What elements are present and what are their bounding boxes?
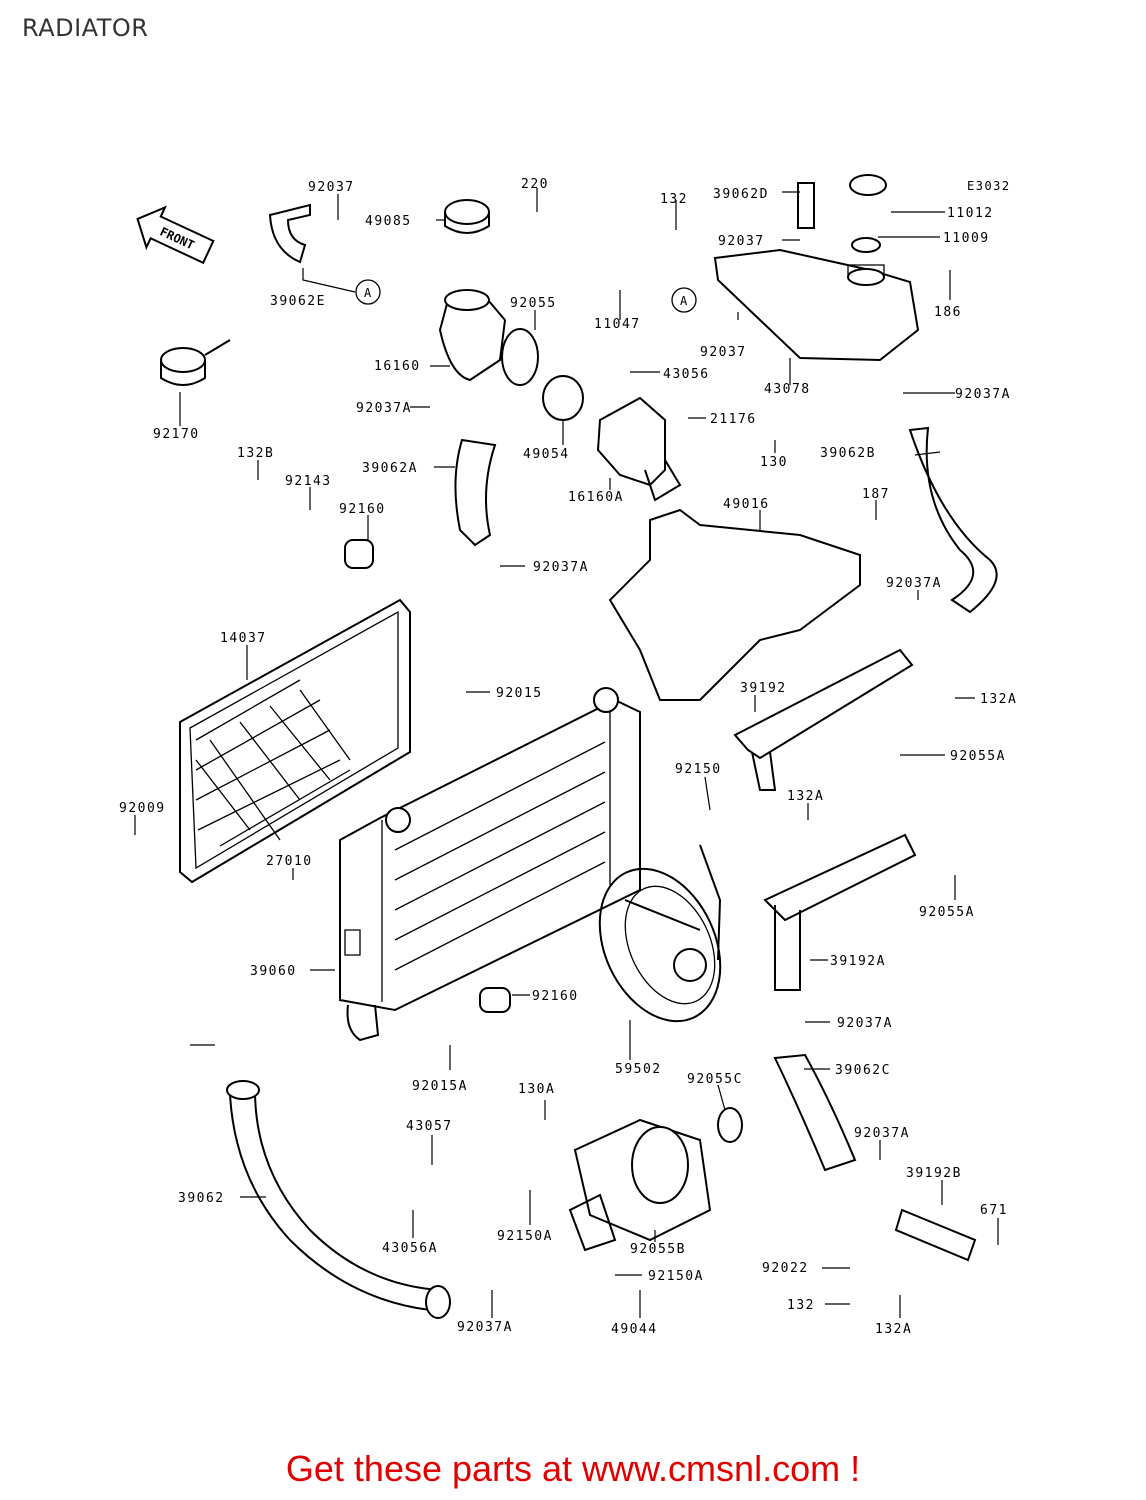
reservoir-cap bbox=[849, 174, 887, 196]
part-label: 14037 bbox=[220, 631, 267, 646]
part-label: 92170 bbox=[153, 427, 200, 442]
part-label: 132A bbox=[875, 1322, 912, 1337]
part-label: 92037 bbox=[700, 345, 747, 360]
part-label: 43078 bbox=[764, 382, 811, 397]
part-label: 43056 bbox=[663, 367, 710, 382]
part-label: 49044 bbox=[611, 1322, 658, 1337]
pipe-39192a bbox=[763, 833, 917, 922]
part-label: 92150A bbox=[648, 1269, 704, 1284]
rubber-mount-lower bbox=[479, 987, 511, 1013]
part-label: 92055A bbox=[950, 749, 1006, 764]
part-label: 92160 bbox=[339, 502, 386, 517]
part-label: 92009 bbox=[119, 801, 166, 816]
water-pump bbox=[568, 1107, 743, 1252]
part-label: 92037 bbox=[308, 180, 355, 195]
part-label: 132B bbox=[237, 446, 274, 461]
part-label: 92037 bbox=[718, 234, 765, 249]
part-label: 132A bbox=[980, 692, 1017, 707]
ref-marker-a-left: A bbox=[364, 286, 373, 300]
part-label: 27010 bbox=[266, 854, 313, 869]
part-label: 187 bbox=[862, 487, 890, 502]
part-label: 92055B bbox=[630, 1242, 686, 1257]
part-label: 92015A bbox=[412, 1079, 468, 1094]
part-label: 11012 bbox=[947, 206, 994, 221]
part-label: 11047 bbox=[594, 317, 641, 332]
part-label: 130 bbox=[760, 455, 788, 470]
part-label: 21176 bbox=[710, 412, 757, 427]
hose-39062a bbox=[454, 438, 497, 547]
hose-39062b bbox=[908, 426, 998, 614]
pipe-39192b bbox=[894, 1208, 977, 1262]
diagram-code: E3032 bbox=[967, 179, 1011, 193]
rubber-mount-upper bbox=[344, 539, 374, 569]
part-label: 92037A bbox=[955, 387, 1011, 402]
part-label: 92037A bbox=[886, 576, 942, 591]
hose-39062c bbox=[773, 1053, 857, 1172]
part-label: 59502 bbox=[615, 1062, 662, 1077]
part-label: 16160A bbox=[568, 490, 624, 505]
part-label: 39060 bbox=[250, 964, 297, 979]
part-label: 49085 bbox=[365, 214, 412, 229]
part-label: 39062C bbox=[835, 1063, 891, 1078]
filler-neck bbox=[438, 199, 539, 386]
elbow-fitting bbox=[160, 339, 231, 386]
promo-link[interactable]: Get these parts at www.cmsnl.com ! bbox=[285, 1448, 861, 1489]
front-arrow-icon: FRONT bbox=[136, 205, 215, 265]
part-label: 92037A bbox=[837, 1016, 893, 1031]
part-label: 92055 bbox=[510, 296, 557, 311]
part-label: 39192A bbox=[830, 954, 886, 969]
part-label: 92160 bbox=[532, 989, 579, 1004]
part-label: 39192B bbox=[906, 1166, 962, 1181]
cap-seal bbox=[851, 237, 881, 253]
part-label: 92037A bbox=[356, 401, 412, 416]
leader-lines bbox=[134, 188, 999, 1318]
part-label: 49016 bbox=[723, 497, 770, 512]
part-label: 92037A bbox=[854, 1126, 910, 1141]
part-label: 220 bbox=[521, 177, 549, 192]
part-label: 92150 bbox=[675, 762, 722, 777]
part-label: 92055C bbox=[687, 1072, 743, 1087]
thermostat-housing bbox=[542, 375, 682, 502]
part-label: 186 bbox=[934, 305, 962, 320]
part-label: 92015 bbox=[496, 686, 543, 701]
part-label: 92022 bbox=[762, 1261, 809, 1276]
fan-shroud bbox=[608, 508, 861, 701]
hose-39062e bbox=[268, 203, 311, 264]
part-label: 132 bbox=[660, 192, 688, 207]
pipe-39192 bbox=[733, 648, 914, 760]
radiator-screen bbox=[179, 598, 411, 884]
part-label: 49054 bbox=[523, 447, 570, 462]
part-label: 92037A bbox=[533, 560, 589, 575]
part-label: 39062 bbox=[178, 1191, 225, 1206]
page-title: RADIATOR bbox=[22, 14, 149, 42]
part-label: 39192 bbox=[740, 681, 787, 696]
part-labels: 92037 220 132 39062D 11012 49085 92037 1… bbox=[119, 177, 1017, 1337]
part-label: 132 bbox=[787, 1298, 815, 1313]
cooling-fan bbox=[598, 844, 722, 1023]
part-label: 39062E bbox=[270, 294, 326, 309]
part-label: 16160 bbox=[374, 359, 421, 374]
part-label: 132A bbox=[787, 789, 824, 804]
hose-39062d bbox=[797, 182, 815, 229]
part-label: 671 bbox=[980, 1203, 1008, 1218]
part-label: 43056A bbox=[382, 1241, 438, 1256]
part-label: 39062D bbox=[713, 187, 769, 202]
ref-marker-a-right: A bbox=[680, 294, 689, 308]
part-label: 92037A bbox=[457, 1320, 513, 1335]
part-label: 39062B bbox=[820, 446, 876, 461]
part-label: 92143 bbox=[285, 474, 332, 489]
part-label: 11009 bbox=[943, 231, 990, 246]
part-label: 92150A bbox=[497, 1229, 553, 1244]
reserve-tank bbox=[713, 248, 920, 362]
radiator-core bbox=[339, 687, 641, 1042]
part-label: 130A bbox=[518, 1082, 555, 1097]
part-label: 43057 bbox=[406, 1119, 453, 1134]
part-label: 39062A bbox=[362, 461, 418, 476]
part-label: 92055A bbox=[919, 905, 975, 920]
